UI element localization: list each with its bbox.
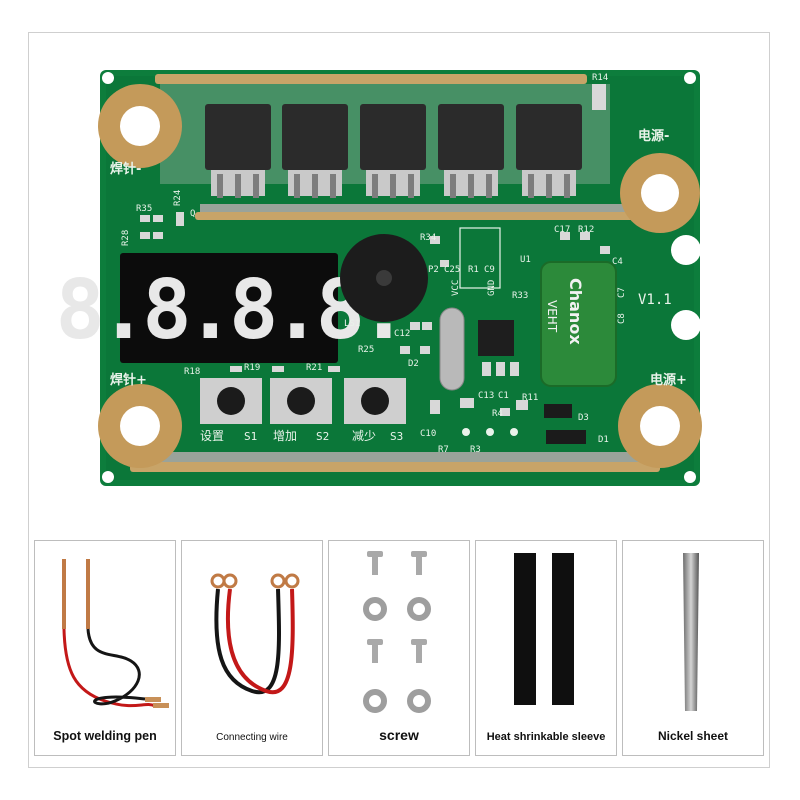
- svg-text:R11: R11: [522, 393, 538, 403]
- heat-shrink-image: [514, 553, 574, 705]
- svg-text:C1: C1: [498, 391, 509, 401]
- svg-text:P2: P2: [428, 265, 439, 275]
- svg-text:D1: D1: [598, 435, 609, 445]
- mid-busbar: [195, 212, 635, 220]
- svg-text:U1: U1: [520, 255, 531, 265]
- top-busbar: [155, 74, 587, 84]
- microcontroller-chip: [478, 320, 514, 356]
- accessory-label: Heat shrinkable sleeve: [486, 731, 606, 743]
- svg-text:C4: C4: [612, 257, 623, 267]
- accessory-card-connecting-wire: Connecting wire: [181, 540, 323, 756]
- seven-segment-display: [120, 253, 338, 363]
- label-weld-neg: 焊针-: [110, 161, 141, 177]
- spot-welder-pcb: 8.8.8.8. Chanox VEHT: [56, 70, 702, 486]
- welding-pen-image: [62, 559, 169, 708]
- button-decrease[interactable]: [344, 378, 406, 424]
- svg-text:C9: C9: [484, 265, 495, 275]
- connecting-wire-image: [210, 573, 300, 695]
- accessory-label: Connecting wire: [216, 732, 288, 743]
- svg-text:R18: R18: [184, 367, 200, 377]
- svg-text:VCC: VCC: [451, 280, 461, 296]
- svg-text:C8: C8: [617, 313, 627, 324]
- diode-d1: [546, 430, 586, 444]
- svg-text:R33: R33: [512, 291, 528, 301]
- label-s2: S2: [316, 430, 329, 443]
- svg-text:R4: R4: [492, 409, 503, 419]
- label-button-up: 增加: [273, 429, 297, 443]
- svg-text:R24: R24: [173, 190, 183, 206]
- svg-text:R21: R21: [306, 363, 322, 373]
- svg-text:R25: R25: [358, 345, 374, 355]
- svg-text:R7: R7: [438, 445, 449, 455]
- svg-text:R19: R19: [244, 363, 260, 373]
- electrolytic-capacitor: Chanox VEHT: [540, 261, 617, 387]
- svg-text:D3: D3: [578, 413, 589, 423]
- accessory-label: screw: [379, 727, 419, 743]
- label-button-set: 设置: [200, 429, 224, 443]
- label-s3: S3: [390, 430, 403, 443]
- svg-text:C10: C10: [420, 429, 436, 439]
- svg-text:R1: R1: [468, 265, 479, 275]
- svg-text:Chanox: Chanox: [566, 278, 585, 345]
- bottom-busbar: [130, 462, 660, 472]
- label-power-neg: 电源-: [638, 128, 669, 144]
- svg-text:C25: C25: [444, 265, 460, 275]
- buzzer: [340, 234, 428, 322]
- svg-text:R14: R14: [592, 73, 608, 83]
- svg-text:VEHT: VEHT: [545, 300, 559, 333]
- diode-d3: [544, 404, 572, 418]
- svg-text:R34: R34: [420, 233, 436, 243]
- pad-power-pos: [618, 384, 702, 468]
- label-power-pos: 电源+: [650, 372, 687, 388]
- button-increase[interactable]: [270, 378, 332, 424]
- svg-text:C17: C17: [554, 225, 570, 235]
- label-version: V1.1: [638, 292, 672, 308]
- nickel-sheet-image: [683, 553, 699, 711]
- svg-text:C7: C7: [617, 287, 627, 298]
- accessory-card-welding-pen: Spot welding pen: [34, 540, 176, 756]
- svg-text:C12: C12: [394, 329, 410, 339]
- svg-text:D2: D2: [408, 359, 419, 369]
- pad-weld-neg: [98, 84, 182, 168]
- pad-weld-pos: [98, 384, 182, 468]
- svg-text:R12: R12: [578, 225, 594, 235]
- accessory-card-screw: screw: [328, 540, 470, 756]
- accessory-label: Nickel sheet: [657, 729, 729, 743]
- screw-image: [363, 551, 431, 713]
- accessory-card-heat-shrink: Heat shrinkable sleeve: [475, 540, 617, 756]
- svg-text:R3: R3: [470, 445, 481, 455]
- crystal: [439, 307, 465, 391]
- mosfet-row: [205, 104, 582, 198]
- label-button-down: 减少: [352, 429, 376, 443]
- product-frame: [28, 32, 770, 768]
- accessory-label: Spot welding pen: [53, 729, 157, 743]
- svg-text:GND: GND: [487, 280, 497, 296]
- button-set[interactable]: [200, 378, 262, 424]
- svg-text:LS1: LS1: [344, 319, 360, 329]
- svg-text:R35: R35: [136, 204, 152, 214]
- svg-text:C13: C13: [478, 391, 494, 401]
- pad-power-neg: [620, 153, 700, 233]
- label-s1: S1: [244, 430, 257, 443]
- label-weld-pos: 焊针+: [110, 372, 147, 388]
- accessory-card-nickel-sheet: Nickel sheet: [622, 540, 764, 756]
- svg-text:Q: Q: [190, 209, 195, 219]
- svg-text:R28: R28: [121, 230, 131, 246]
